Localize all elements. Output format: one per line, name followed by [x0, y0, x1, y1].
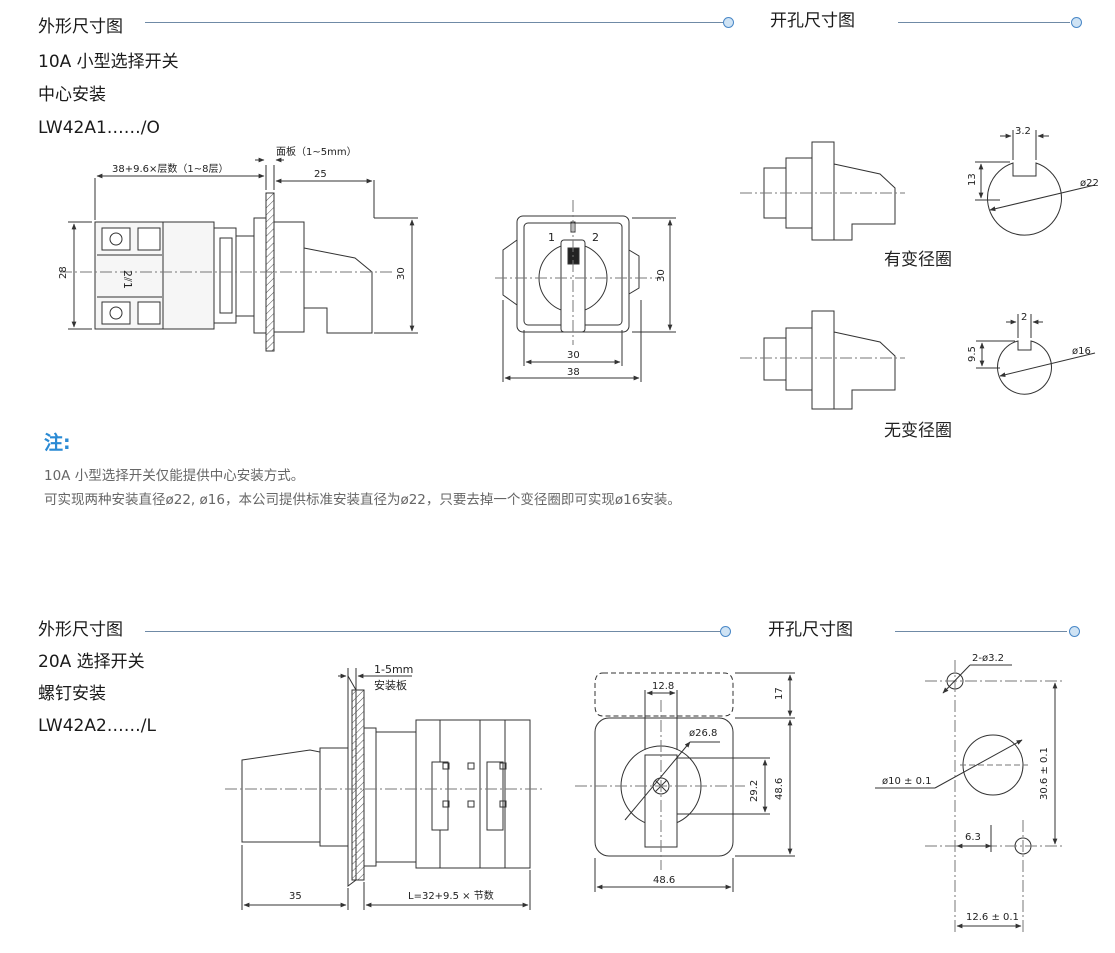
s1-cutout-22 — [975, 130, 1096, 236]
s2-dim-29-2: 29.2 — [749, 780, 760, 802]
s2-dim-holes: 2-ø3.2 — [972, 653, 1004, 664]
section2-title-model: LW42A2……/L — [38, 716, 156, 736]
s1-dim-30-front-v: 30 — [656, 269, 667, 282]
s1-switch-label: 2⫽1 — [121, 270, 134, 289]
section2-header-dot-left — [720, 626, 731, 637]
section1-outline-header: 外形尺寸图 — [38, 17, 123, 37]
s2-dim-dia10: ø10 ± 0.1 — [882, 776, 931, 787]
s1-dim-dia22: ø22 — [1080, 178, 1099, 189]
s1-dim-9-5: 9.5 — [967, 346, 978, 362]
s2-dim-35: 35 — [289, 891, 302, 902]
section1-header-dot-right — [1071, 17, 1082, 28]
s1-dim-25: 25 — [314, 169, 327, 180]
s1-front-view — [495, 200, 676, 382]
s1-pos-2: 2 — [592, 231, 599, 244]
s2-dim-17: 17 — [774, 687, 785, 700]
s1-caption-without-ring: 无变径圈 — [884, 421, 952, 441]
s1-dim-2: 2 — [1021, 312, 1027, 323]
s1-dim-38: 38 — [567, 367, 580, 378]
s2-dim-panel-name: 安装板 — [374, 678, 407, 692]
s1-dim-30-side: 30 — [396, 267, 407, 280]
section2-header-dot-right — [1069, 626, 1080, 637]
s2-dim-dia26-8: ø26.8 — [689, 728, 717, 739]
s1-dim-13: 13 — [967, 173, 978, 186]
s1-side-without-ring — [740, 310, 905, 410]
s1-dim-28: 28 — [58, 266, 69, 279]
section2-header-rule-left — [145, 631, 723, 632]
section2-title-mount: 螺钉安装 — [38, 684, 106, 704]
s1-dim-30-front-h: 30 — [567, 350, 580, 361]
s1-dim-panel: 面板（1~5mm） — [276, 145, 357, 158]
section1-title-rating: 10A 小型选择开关 — [38, 52, 179, 72]
section1-header-rule-right — [898, 22, 1070, 23]
notes-line-1: 10A 小型选择开关仅能提供中心安装方式。 — [44, 468, 305, 484]
section2-header-rule-right — [895, 631, 1067, 632]
s1-side-with-ring — [740, 141, 905, 241]
s2-dim-length: L=32+9.5 × 节数 — [408, 889, 494, 902]
notes-title: 注: — [44, 432, 71, 454]
s2-cutout — [875, 660, 1065, 935]
section1-cutout-header: 开孔尺寸图 — [770, 11, 855, 31]
s2-dim-48-6-h: 48.6 — [653, 875, 675, 886]
s1-dim-3-2: 3.2 — [1015, 126, 1031, 137]
section1-title-mount: 中心安装 — [38, 85, 106, 105]
section1-header-rule-left — [145, 22, 723, 23]
s2-dim-6-3: 6.3 — [965, 832, 981, 843]
s2-front-view — [575, 672, 795, 892]
section2-cutout-header: 开孔尺寸图 — [768, 620, 853, 640]
section2-outline-header: 外形尺寸图 — [38, 620, 123, 640]
s2-dim-30-6: 30.6 ± 0.1 — [1039, 747, 1050, 800]
s2-dim-12-6: 12.6 ± 0.1 — [966, 912, 1019, 923]
section1-title-model: LW42A1……/O — [38, 118, 160, 138]
s2-dim-panel-mm: 1-5mm — [374, 663, 413, 676]
section1-header-dot-left — [723, 17, 734, 28]
notes-line-2: 可实现两种安装直径ø22, ø16，本公司提供标准安装直径为ø22，只要去掉一个… — [44, 492, 681, 508]
s1-caption-with-ring: 有变径圈 — [884, 250, 952, 270]
s1-dim-layers: 38+9.6×层数（1~8层） — [112, 162, 229, 175]
s2-side-view — [225, 668, 545, 910]
section2-title-rating: 20A 选择开关 — [38, 652, 145, 672]
s1-side-view — [60, 157, 418, 352]
s1-pos-1: 1 — [548, 231, 555, 244]
s2-dim-12-8: 12.8 — [652, 681, 674, 692]
s1-dim-dia16: ø16 — [1072, 346, 1091, 357]
s2-dim-48-6-v: 48.6 — [774, 778, 785, 800]
s1-cutout-16 — [976, 314, 1096, 395]
